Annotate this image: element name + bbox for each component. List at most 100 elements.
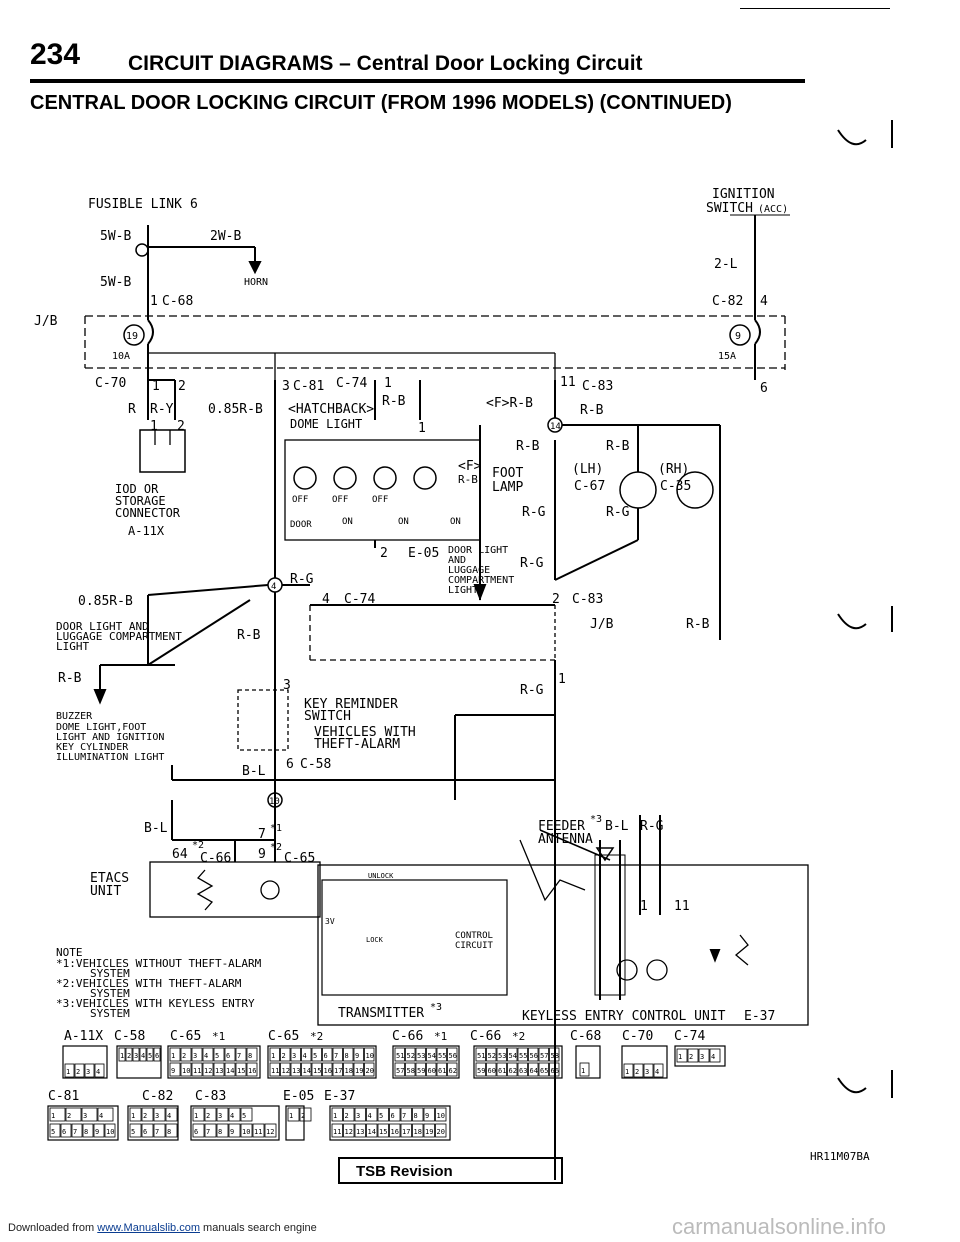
- pin-number: 8: [218, 1128, 222, 1136]
- wire-rb6: R-B: [686, 617, 710, 632]
- pin-number: 2: [67, 1112, 71, 1120]
- pin-number: 66: [551, 1067, 559, 1075]
- pin-cell: [213, 1062, 225, 1077]
- wire-ry: R-Y: [150, 402, 174, 417]
- pin-cell: [125, 1047, 133, 1062]
- pin-number: 63: [519, 1067, 527, 1075]
- pin-number: 3: [700, 1053, 704, 1061]
- pin-cell: [343, 1107, 355, 1122]
- pin-number: 10: [366, 1052, 374, 1060]
- pin-cell: [322, 1062, 333, 1077]
- pin-number: 6: [226, 1052, 230, 1060]
- pin-number: 15: [237, 1067, 245, 1075]
- pin-cell: [49, 1107, 66, 1122]
- pin-cell: [343, 1062, 354, 1077]
- pin-number: 6: [194, 1128, 198, 1136]
- pin-number: 7: [73, 1128, 77, 1136]
- iod-pin2: 2: [177, 419, 185, 434]
- pin-number: 55: [438, 1052, 446, 1060]
- feeder-sup: *3: [590, 814, 602, 825]
- pin-cell: [165, 1107, 178, 1122]
- control-label-2: CIRCUIT: [455, 941, 494, 951]
- fuse-19: 19: [126, 331, 138, 342]
- pin-cell: [423, 1123, 435, 1138]
- pin-cell: [687, 1048, 699, 1063]
- pin-number: 11: [271, 1067, 279, 1075]
- pin-number: 2: [206, 1112, 210, 1120]
- pin-cell: [60, 1123, 72, 1138]
- pin-number: 1: [120, 1052, 124, 1060]
- wire-rg6: R-G: [640, 819, 664, 834]
- pin-number: 19: [425, 1128, 433, 1136]
- pin-cell: [549, 1047, 560, 1062]
- pin-number: 64: [530, 1067, 538, 1075]
- pin-cell: [343, 1123, 355, 1138]
- pin-number: 8: [345, 1052, 349, 1060]
- pin-cell: [538, 1047, 549, 1062]
- pin-cell: [224, 1062, 236, 1077]
- manualslib-link[interactable]: www.Manualslib.com: [97, 1222, 200, 1234]
- download-suffix: manuals search engine: [203, 1222, 317, 1234]
- pin-cell: [84, 1063, 95, 1078]
- pin-cell: [423, 1107, 435, 1122]
- pin-number: 9: [95, 1128, 99, 1136]
- pin-cell: [332, 1062, 343, 1077]
- wire-rb8: R-B: [58, 671, 82, 686]
- section-title: CENTRAL DOOR LOCKING CIRCUIT (FROM 1996 …: [30, 92, 732, 114]
- dlt-2: LUGGAGE COMPARTMENT: [56, 630, 182, 643]
- dlt-1: DOOR LIGHT AND: [56, 620, 149, 633]
- fusible-link-label: FUSIBLE LINK: [88, 197, 182, 212]
- pin-cell: [311, 1062, 322, 1077]
- pin-cell: [180, 1047, 192, 1062]
- pin-cell: [366, 1107, 378, 1122]
- storage-label: STORAGE: [115, 494, 166, 508]
- wire-frb: <F>R-B: [486, 396, 533, 411]
- pin-number: 11: [193, 1067, 201, 1075]
- pin-cell: [228, 1123, 241, 1138]
- pin-number: 3: [134, 1052, 138, 1060]
- wire-085rb: 0.85R-B: [208, 402, 263, 417]
- pin-cell: [64, 1063, 75, 1078]
- note-title: NOTE: [56, 946, 83, 959]
- pin-cell: [538, 1062, 549, 1077]
- pin-cell: [389, 1107, 401, 1122]
- c68-connector: C-68: [162, 294, 193, 309]
- pin-number: 16: [248, 1067, 256, 1075]
- pin-cell: [169, 1062, 181, 1077]
- pin-cell: [74, 1063, 85, 1078]
- pin-cell: [426, 1047, 437, 1062]
- pin-number: 6: [391, 1112, 395, 1120]
- pin-number: 6: [155, 1052, 159, 1060]
- pin-number: 5: [242, 1112, 246, 1120]
- pin-number: 17: [334, 1067, 342, 1075]
- c82-connector: C-82: [712, 294, 743, 309]
- pin-6: 6: [760, 381, 768, 396]
- pin-number: 4: [230, 1112, 234, 1120]
- pin-cell: [364, 1047, 375, 1062]
- c58-connector: C-58: [300, 757, 331, 772]
- pin-cell: [139, 1047, 147, 1062]
- pin-number: 14: [226, 1067, 234, 1075]
- pin-cell: [322, 1047, 333, 1062]
- pin-cell: [400, 1107, 412, 1122]
- pin-cell: [709, 1048, 721, 1063]
- pin-cell: [507, 1062, 518, 1077]
- jb-label: J/B: [34, 314, 58, 329]
- lamp-label: LAMP: [492, 480, 523, 495]
- switch-off-2: OFF: [332, 495, 348, 505]
- node-14: 14: [550, 422, 561, 432]
- pin-number: 1: [131, 1112, 135, 1120]
- pin-number: 4: [96, 1068, 100, 1076]
- pin-cell: [129, 1123, 142, 1138]
- pin-number: 10: [182, 1067, 190, 1075]
- c67-label: C-67: [574, 479, 605, 494]
- node-4: 4: [271, 582, 276, 592]
- pin-7-sup: *1: [270, 823, 282, 834]
- pin-number: 1: [581, 1067, 585, 1075]
- pin-number: 4: [303, 1052, 307, 1060]
- pin-64: 64: [172, 847, 188, 862]
- conn-c65-2: C-65: [268, 1029, 299, 1044]
- conn-c65-2-suffix: *2: [310, 1030, 323, 1043]
- pin-number: 2: [689, 1053, 693, 1061]
